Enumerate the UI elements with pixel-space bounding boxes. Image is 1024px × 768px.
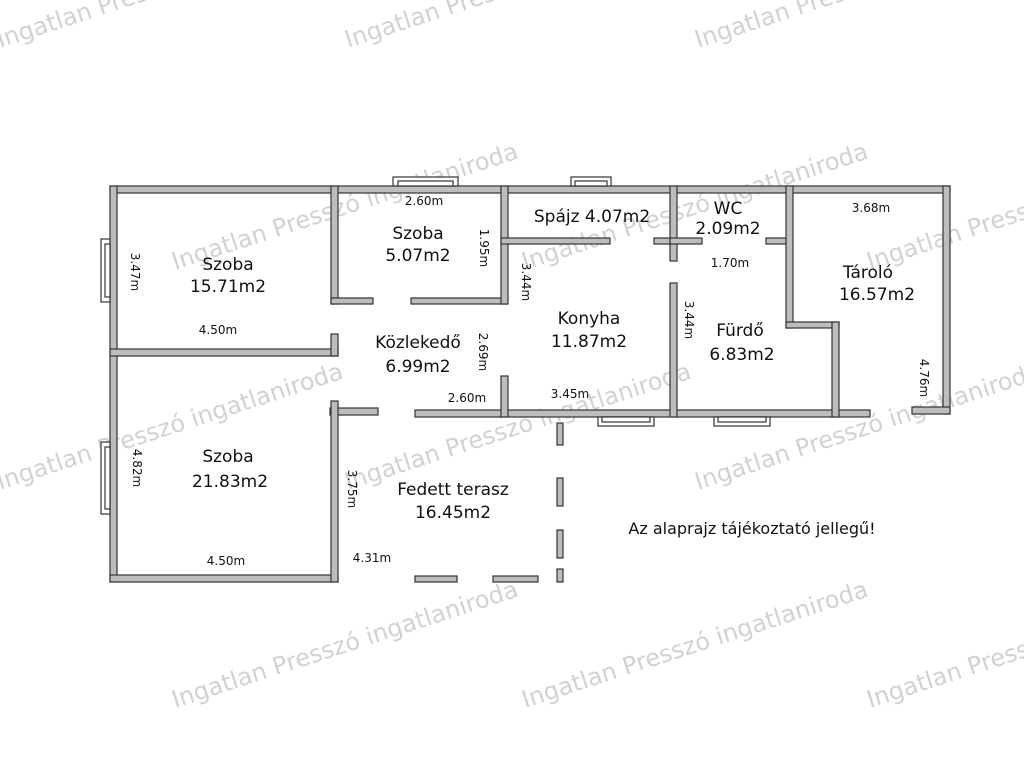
wall-exterior-left — [109, 185, 118, 583]
terrace-edge-dash — [492, 575, 539, 583]
wall-interior — [653, 237, 673, 245]
wall-interior — [330, 400, 339, 583]
room-area: 2.09m2 — [695, 219, 760, 239]
room-name: Szoba — [202, 447, 253, 467]
watermark-text: Ingatlan Presszó ingatlaniroda — [0, 0, 347, 54]
wall-exterior-right — [942, 185, 951, 415]
dimension-label: 4.50m — [199, 323, 237, 337]
wall-exterior-bottom — [109, 574, 339, 583]
room-area: 5.07m2 — [385, 246, 450, 266]
room-name: Közlekedő — [375, 333, 461, 353]
window — [574, 180, 608, 187]
dimension-label: 4.82m — [130, 449, 144, 487]
watermark-text: Ingatlan Presszó ingatlaniroda — [518, 575, 871, 714]
room-labels: Szoba 15.71m2 Szoba 5.07m2 Spájz 4.07m2 … — [190, 199, 915, 523]
watermark-text: Ingatlan Presszó ingatlaniroda — [863, 575, 1024, 714]
room-area: 16.57m2 — [839, 285, 915, 305]
wall-interior — [410, 297, 508, 305]
window — [717, 416, 767, 423]
terrace-edge-dash — [556, 568, 564, 583]
dimension-label: 1.95m — [477, 229, 491, 267]
dimension-label: 4.76m — [917, 359, 931, 397]
watermark-text: Ingatlan Presszó ingatlaniroda — [341, 0, 694, 54]
wall-interior — [414, 409, 871, 418]
dimension-label: 3.45m — [551, 387, 589, 401]
dimension-label: 3.68m — [852, 201, 890, 215]
room-name: Spájz 4.07m2 — [534, 207, 650, 227]
wall-interior — [831, 321, 840, 418]
dimension-label: 1.70m — [711, 256, 749, 270]
dimension-label: 3.44m — [682, 301, 696, 339]
room-name: Szoba — [202, 255, 253, 275]
watermark-text: Ingatlan Presszó ingatlaniroda — [691, 0, 1024, 54]
window — [104, 243, 111, 298]
room-area: 11.87m2 — [551, 332, 627, 352]
dimension-label: 2.60m — [405, 194, 443, 208]
walls — [109, 185, 951, 583]
wall-interior — [669, 282, 678, 418]
dimension-label: 3.75m — [345, 470, 359, 508]
room-name: Fedett terasz — [397, 480, 509, 500]
wall-interior — [500, 375, 509, 418]
room-name: Tároló — [842, 263, 893, 283]
wall-interior — [329, 407, 379, 416]
watermark-text: Ingatlan Presszó ingatlaniroda — [168, 575, 521, 714]
window — [104, 446, 111, 510]
room-area: 16.45m2 — [415, 503, 491, 523]
window — [601, 416, 651, 423]
wall-interior — [785, 321, 840, 329]
window — [397, 180, 454, 187]
disclaimer-note: Az alaprajz tájékoztató jellegű! — [628, 519, 875, 538]
terrace-edge-dash — [556, 477, 564, 507]
dimension-label: 2.69m — [476, 333, 490, 371]
wall-interior — [669, 237, 703, 245]
dimension-label: 2.60m — [448, 391, 486, 405]
wall-interior — [330, 333, 339, 357]
terrace-edge-dash — [556, 422, 564, 446]
room-area: 15.71m2 — [190, 277, 266, 297]
wall-interior — [330, 185, 339, 305]
wall-interior — [330, 297, 374, 305]
dimension-label: 3.44m — [519, 263, 533, 301]
room-name: Fürdő — [716, 321, 764, 341]
windows — [100, 176, 771, 515]
wall-interior — [669, 185, 678, 262]
dimension-labels: 2.60m 3.47m 4.50m 1.95m 3.44m 3.44m 3.68… — [128, 194, 931, 568]
wall-exterior-right-stub — [911, 406, 951, 415]
wall-interior — [785, 185, 794, 329]
room-area: 21.83m2 — [192, 472, 268, 492]
wall-interior — [500, 185, 509, 305]
watermark-text: Ingatlan Presszó ingatlaniroda — [0, 357, 347, 496]
dimension-label: 4.31m — [353, 551, 391, 565]
room-area: 6.83m2 — [709, 345, 774, 365]
room-area: 6.99m2 — [385, 357, 450, 377]
dimension-label: 3.47m — [128, 253, 142, 291]
room-name: WC — [714, 199, 743, 219]
wall-exterior-top — [109, 185, 951, 194]
room-name: Szoba — [392, 224, 443, 244]
room-name: Konyha — [558, 309, 621, 329]
wall-interior — [500, 237, 611, 245]
terrace-edge-dash — [414, 575, 458, 583]
dimension-label: 4.50m — [207, 554, 245, 568]
wall-interior — [109, 348, 339, 357]
terrace-edge-dash — [556, 529, 564, 559]
watermark-layer: Ingatlan Presszó ingatlaniroda Ingatlan … — [0, 0, 1024, 714]
